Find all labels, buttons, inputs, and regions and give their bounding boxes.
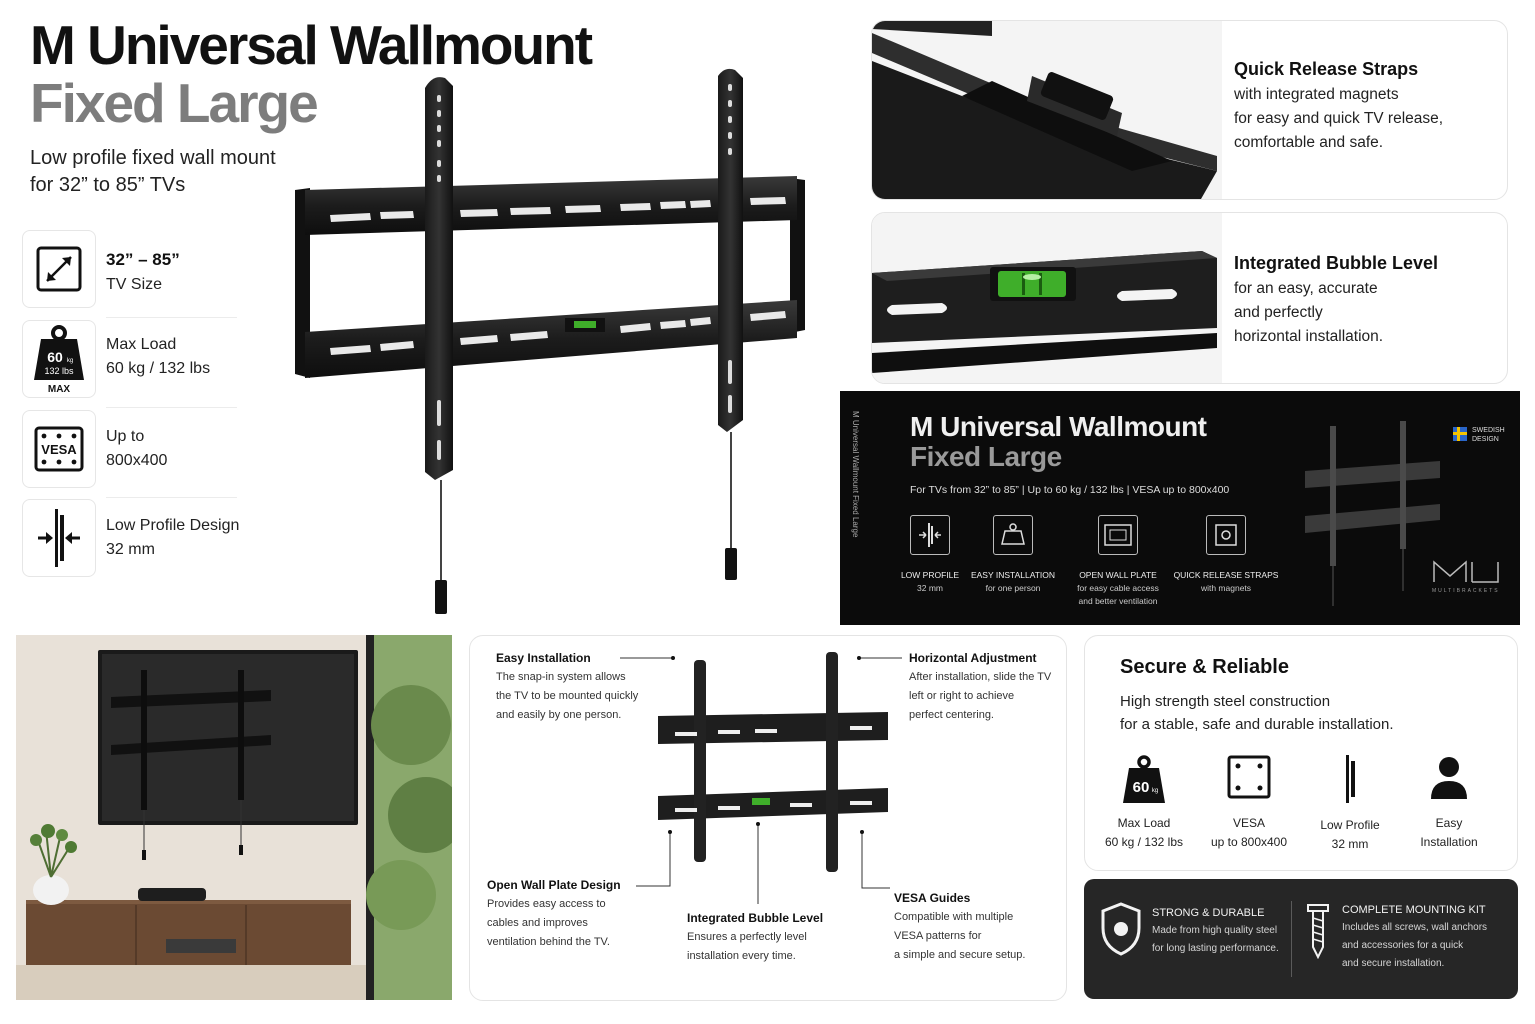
low-profile-icon — [22, 499, 96, 577]
multibrackets-logo-icon — [1433, 560, 1499, 583]
spec-low-profile: Low Profile Design 32 mm — [22, 499, 239, 579]
feature-card-bubble-level: Integrated Bubble Level for an easy, acc… — [871, 212, 1508, 384]
swedish-design-badge: SWEDISH DESIGN — [1472, 427, 1505, 443]
box-title-product: Fixed Large — [910, 441, 1062, 472]
strong-durable: STRONG & DURABLE Made from high quality … — [1152, 907, 1279, 954]
wall-mount-product-image — [295, 68, 805, 614]
wall-plate-icon — [1098, 515, 1138, 555]
spec-max-load: 60 kg 132 lbs MAX Max Load 60 kg / 132 l… — [22, 320, 237, 408]
quick-release-strap-image — [872, 21, 1222, 199]
secure-reliable-card — [1084, 635, 1518, 871]
person-icon — [1431, 757, 1467, 799]
product-description: Low profile fixed wall mount for 32” to … — [30, 147, 276, 196]
svg-text:60: 60 — [47, 349, 63, 365]
weight-icon: 60 kg — [1123, 755, 1165, 803]
secure-description: High strength steel construction for a s… — [1120, 693, 1394, 733]
spec-vesa: VESA Up to 800x400 — [22, 410, 237, 498]
weight-icon: 60 kg 132 lbs MAX — [22, 320, 96, 398]
spec-tv-size: 32” – 85” TV Size — [22, 230, 237, 318]
secure-max-load: 60 kg Max Load 60 kg / 132 lbs — [1089, 755, 1199, 852]
secure-low-profile: Low Profile 32 mm — [1295, 755, 1405, 854]
box-feature-low-profile: LOW PROFILE 32 mm — [875, 515, 985, 595]
vesa-icon: VESA — [22, 410, 96, 488]
box-feature-open-wall-plate: OPEN WALL PLATE for easy cable access an… — [1063, 515, 1173, 608]
diagram-mount-image — [620, 652, 902, 904]
durability-panel: STRONG & DURABLE Made from high quality … — [1084, 879, 1518, 999]
bubble-level-image — [872, 213, 1222, 383]
box-feature-quick-release: QUICK RELEASE STRAPS with magnets — [1171, 515, 1281, 595]
vesa-icon — [1227, 755, 1271, 799]
secure-vesa: VESA up to 800x400 — [1194, 755, 1304, 852]
resize-diagonal-icon — [22, 230, 96, 308]
low-profile-icon — [1346, 755, 1355, 803]
box-brand: MULTIBRACKETS — [1432, 588, 1500, 594]
strap-icon — [1206, 515, 1246, 555]
svg-text:MAX: MAX — [48, 384, 71, 394]
page-subtitle-product: Fixed Large — [30, 72, 319, 134]
bubble-level-description: for an easy, accurate and perfectly hori… — [1234, 280, 1384, 345]
svg-text:VESA: VESA — [41, 442, 77, 457]
quick-release-description: with integrated magnets for easy and qui… — [1234, 86, 1444, 151]
product-box: M Universal Wallmount Fixed Large M Univ… — [840, 391, 1520, 625]
feature-card-quick-release: Quick Release Straps with integrated mag… — [871, 20, 1508, 200]
box-spine-text: M Universal Wallmount Fixed Large — [851, 411, 860, 538]
box-product-image — [1305, 421, 1440, 606]
diagram-vesa-guides: VESA Guides Compatible with multiple VES… — [894, 891, 1026, 961]
room-installation-photo — [16, 635, 452, 1000]
svg-text:kg: kg — [1152, 788, 1158, 794]
diagram-horizontal-adjustment: Horizontal Adjustment After installation… — [909, 651, 1052, 721]
secure-title: Secure & Reliable — [1120, 656, 1289, 678]
diagram-open-wall-plate: Open Wall Plate Design Provides easy acc… — [487, 878, 621, 948]
box-title: M Universal Wallmount — [910, 411, 1207, 442]
diagram-easy-installation: Easy Installation The snap-in system all… — [496, 651, 639, 721]
swedish-flag-icon — [1453, 427, 1467, 441]
box-specs: For TVs from 32” to 85” | Up to 60 kg / … — [910, 484, 1230, 496]
diagram-bubble-level: Integrated Bubble Level Ensures a perfec… — [687, 911, 824, 962]
svg-text:kg: kg — [67, 358, 73, 364]
svg-text:132 lbs: 132 lbs — [44, 366, 74, 376]
weight-icon — [993, 515, 1033, 555]
page-title: M Universal Wallmount — [30, 14, 593, 76]
features-diagram-card: Easy Installation The snap-in system all… — [469, 635, 1067, 1001]
svg-text:60: 60 — [1133, 779, 1150, 796]
box-feature-easy-installation: EASY INSTALLATION for one person — [958, 515, 1068, 595]
secure-easy-installation: Easy Installation — [1394, 755, 1504, 852]
shield-icon — [1101, 902, 1141, 956]
complete-mounting-kit: COMPLETE MOUNTING KIT Includes all screw… — [1342, 904, 1488, 969]
screw-icon — [1307, 904, 1329, 959]
low-profile-icon — [910, 515, 950, 555]
